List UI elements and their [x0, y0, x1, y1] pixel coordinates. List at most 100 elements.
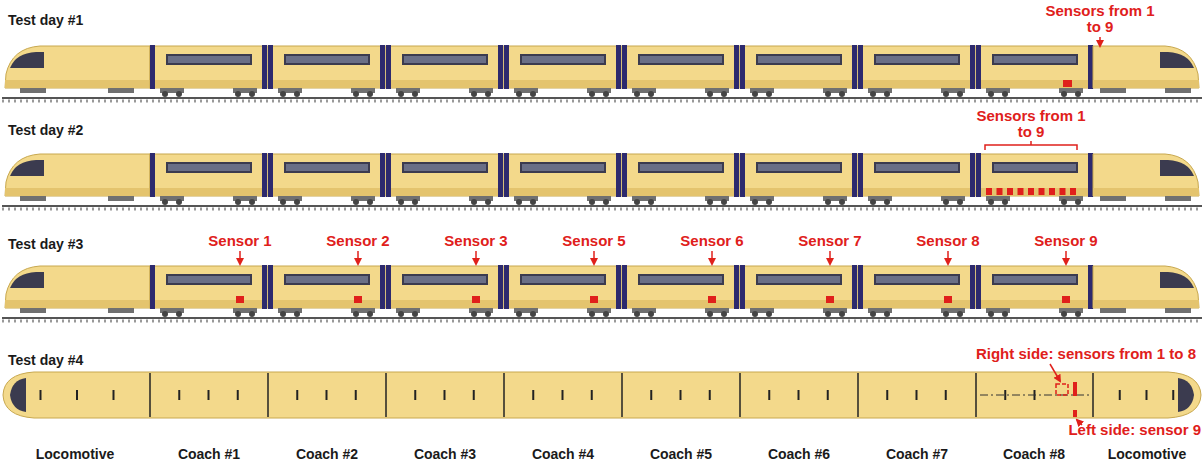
leader-arrow — [1065, 251, 1067, 264]
tick-mark — [562, 390, 564, 400]
tick-mark — [709, 390, 711, 400]
tick-mark — [945, 390, 947, 400]
sensor-markers — [236, 251, 1070, 303]
tick-mark — [1146, 390, 1148, 400]
tick-mark — [296, 390, 298, 400]
leader-arrow — [947, 251, 949, 264]
car-name: Coach #3 — [414, 446, 476, 462]
car-name: Coach #6 — [768, 446, 830, 462]
sensor-marker — [1062, 296, 1070, 303]
train-day3 — [2, 265, 1202, 321]
coach-divider — [385, 373, 387, 417]
sensor-marker — [826, 296, 834, 303]
sensor-label: Sensor 2 — [326, 233, 389, 249]
tick-mark — [444, 390, 446, 400]
coach-divider — [975, 373, 977, 417]
sensor-group-outline — [1056, 384, 1068, 395]
tick-mark — [40, 390, 42, 400]
sensor-marker — [1063, 80, 1072, 87]
sensor-marker — [986, 188, 992, 195]
cab-window — [1178, 378, 1194, 412]
sensor-marker — [1007, 188, 1013, 195]
sensor-label: Sensor 5 — [562, 233, 625, 249]
tick-mark — [473, 390, 475, 400]
leader-arrow — [475, 251, 477, 264]
tick-mark — [916, 390, 918, 400]
sensor-marker — [1073, 410, 1077, 417]
leader-arrow — [357, 251, 359, 264]
coach-divider — [621, 373, 623, 417]
tick-mark — [1172, 390, 1174, 400]
train-day1 — [2, 45, 1202, 101]
test-day-label: Test day #1 — [8, 12, 83, 28]
sensor-marker — [1073, 382, 1077, 396]
tick-mark — [178, 390, 180, 400]
tick-mark — [76, 390, 78, 400]
sensor-marker — [997, 188, 1003, 195]
car-name: Coach #2 — [296, 446, 358, 462]
coach-divider — [857, 373, 859, 417]
tick-mark — [591, 390, 593, 400]
car-name: Coach #8 — [1003, 446, 1065, 462]
sensor-label: Sensor 9 — [1034, 233, 1097, 249]
sensor-label: Sensor 8 — [916, 233, 979, 249]
tick-mark — [768, 390, 770, 400]
sensor-marker — [1070, 188, 1076, 195]
sensor-markers — [986, 188, 1076, 195]
tick-mark — [886, 390, 888, 400]
sensor-marker — [472, 296, 480, 303]
coach-divider — [267, 373, 269, 417]
coach-divider — [1092, 373, 1094, 417]
tick-mark — [208, 390, 210, 400]
bracket — [985, 141, 1077, 150]
tick-mark — [414, 390, 416, 400]
tick-mark — [355, 390, 357, 400]
sensor-label: Sensors from 1 to 9 — [971, 108, 1091, 140]
tick-mark — [827, 390, 829, 400]
train-day2 — [2, 153, 1202, 209]
sensor-marker — [944, 296, 952, 303]
tick-mark — [680, 390, 682, 400]
leader-arrow — [1050, 364, 1060, 381]
leader-arrow — [829, 251, 831, 264]
sensor-label: Left side: sensor 9 — [1068, 422, 1201, 438]
train-top-view — [3, 372, 1201, 418]
coach-divider — [149, 373, 151, 417]
car-name: Coach #5 — [650, 446, 712, 462]
sensor-label: Sensor 3 — [444, 233, 507, 249]
sensor-marker — [1039, 188, 1045, 195]
coach-divider — [739, 373, 741, 417]
sensor-label: Sensor 6 — [680, 233, 743, 249]
sensor-label: Sensor 1 — [208, 233, 271, 249]
leader-arrow — [593, 251, 595, 264]
car-name: Locomotive — [1108, 446, 1187, 462]
tick-mark — [113, 390, 115, 400]
car-name: Coach #1 — [178, 446, 240, 462]
tick-mark — [326, 390, 328, 400]
car-name: Coach #7 — [886, 446, 948, 462]
sensor-marker — [1060, 188, 1066, 195]
leader-arrow — [1099, 37, 1101, 46]
sensor-marker — [708, 296, 716, 303]
tick-mark — [532, 390, 534, 400]
test-day-label: Test day #2 — [8, 122, 83, 138]
leader-arrow — [711, 251, 713, 264]
sensor-label: Sensors from 1 to 9 — [1040, 3, 1160, 35]
sensor-label: Sensor 7 — [798, 233, 861, 249]
sensor-marker — [354, 296, 362, 303]
sensor-label: Right side: sensors from 1 to 8 — [976, 346, 1196, 362]
car-name: Locomotive — [36, 446, 115, 462]
sensor-marker — [1018, 188, 1024, 195]
tick-mark — [1004, 390, 1006, 400]
tick-mark — [1119, 390, 1121, 400]
sensor-marker — [236, 296, 244, 303]
cab-window — [10, 378, 26, 412]
tick-mark — [650, 390, 652, 400]
tick-mark — [237, 390, 239, 400]
tick-mark — [798, 390, 800, 400]
sensor-marker — [1028, 188, 1034, 195]
test-day-label: Test day #3 — [8, 236, 83, 252]
sensor-marker — [1049, 188, 1055, 195]
leader-arrow — [239, 251, 241, 264]
car-name: Coach #4 — [532, 446, 594, 462]
